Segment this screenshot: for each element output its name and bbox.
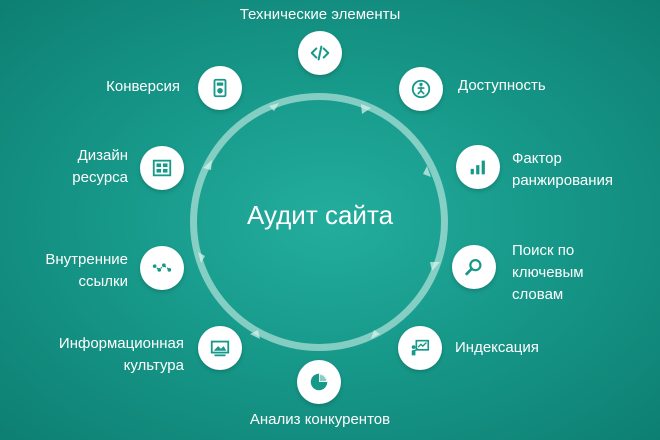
ring-arrow	[361, 104, 371, 114]
label-resource-design-line: Дизайн	[77, 147, 128, 164]
node-technical-elements[interactable]	[298, 31, 342, 75]
link-nodes-icon	[152, 263, 172, 272]
ring-arrow	[430, 262, 440, 271]
label-keyword-search: Поиск по ключевым словам	[512, 240, 584, 306]
picture-icon	[210, 340, 230, 357]
label-information-culture-line: культура	[123, 357, 184, 374]
layout-icon	[152, 159, 172, 177]
label-keyword-search-line: Поиск по	[512, 242, 575, 259]
magnifier-icon	[465, 259, 482, 276]
ring-arrow	[198, 252, 205, 263]
label-competitor-analysis: Анализ конкурентов	[249, 411, 391, 428]
node-competitor-analysis[interactable]	[297, 360, 341, 404]
label-information-culture-line: Информационная	[58, 335, 184, 352]
node-keyword-search[interactable]	[452, 245, 496, 289]
label-accessibility: Доступность	[458, 77, 546, 94]
label-keyword-search-line: ключевым	[512, 264, 584, 281]
label-technical-elements: Технические элементы	[239, 6, 401, 23]
label-keyword-search-line: словам	[512, 286, 564, 303]
audit-cycle-ring	[190, 93, 448, 351]
ring-arrow	[423, 166, 431, 177]
calculator-icon	[213, 78, 227, 98]
pie-chart-icon	[310, 373, 328, 391]
node-accessibility[interactable]	[399, 67, 443, 111]
label-resource-design: Дизайн ресурса	[20, 145, 128, 189]
label-information-culture: Информационная культура	[20, 333, 184, 377]
wheelchair-icon	[411, 79, 431, 99]
node-information-culture[interactable]	[198, 326, 242, 370]
ring-arrow	[203, 160, 212, 170]
center-title: Аудит сайта	[246, 200, 394, 230]
node-indexing[interactable]	[398, 326, 442, 370]
node-resource-design[interactable]	[140, 146, 184, 190]
presentation-icon	[411, 339, 430, 356]
label-resource-design-line: ресурса	[72, 169, 128, 186]
ring-arrow	[371, 330, 380, 339]
label-ranking-factor-line: Фактор	[512, 150, 562, 167]
node-ranking-factor[interactable]	[456, 145, 500, 189]
code-icon	[310, 45, 330, 61]
label-internal-links-line: Внутренние	[45, 251, 128, 268]
node-conversion[interactable]	[198, 66, 242, 110]
label-indexing: Индексация	[455, 339, 539, 356]
ring-arrow	[269, 103, 279, 111]
ring-arrow	[250, 330, 260, 339]
bar-chart-icon	[470, 160, 485, 175]
label-internal-links-line: ссылки	[78, 273, 128, 290]
label-ranking-factor-line: ранжирования	[512, 172, 613, 189]
label-internal-links: Внутренние ссылки	[20, 249, 128, 293]
label-ranking-factor: Фактор ранжирования	[512, 148, 613, 192]
node-internal-links[interactable]	[140, 246, 184, 290]
label-conversion: Конверсия	[106, 78, 180, 95]
